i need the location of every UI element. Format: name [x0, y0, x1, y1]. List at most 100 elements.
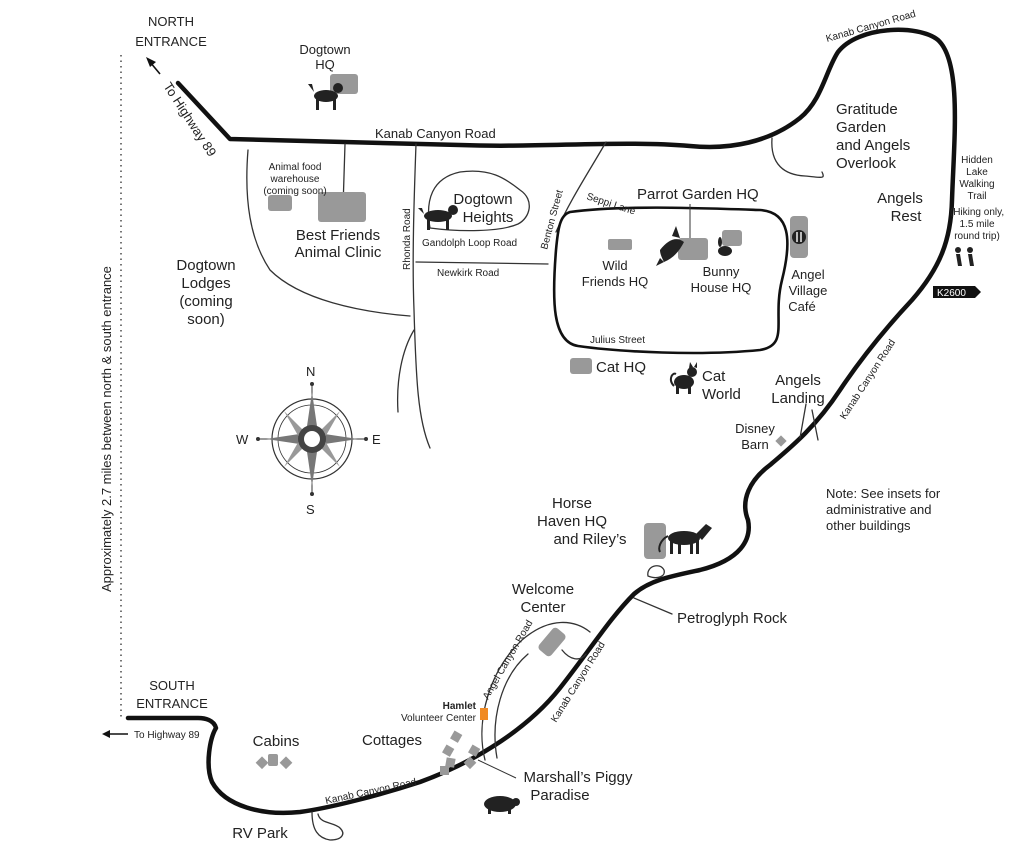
svg-text:Angel: Angel: [791, 267, 824, 282]
road-label-kanab-lower: Kanab Canyon Road: [549, 640, 608, 725]
svg-text:Animal Clinic: Animal Clinic: [295, 244, 382, 261]
fork-knife-icon: [792, 230, 806, 244]
newkirk-road: [415, 261, 549, 265]
north-entrance-label: NORTH ENTRANCE: [135, 14, 207, 49]
horse-haven-building: [644, 523, 666, 559]
svg-text:(coming soon): (coming soon): [263, 186, 326, 197]
label-angels-landing: Angels Landing: [771, 372, 824, 407]
label-bunny-house: Bunny House HQ: [691, 264, 752, 295]
label-welcome-center: Welcome Center: [512, 581, 574, 616]
svg-text:Haven HQ: Haven HQ: [537, 513, 607, 530]
bunny-house-building: [722, 230, 742, 246]
svg-text:Heights: Heights: [463, 209, 514, 226]
svg-text:Cat: Cat: [702, 368, 726, 385]
to-highway-south-label: To Highway 89: [134, 730, 200, 741]
welcome-center-building: [538, 627, 566, 657]
label-gratitude-garden: Gratitude Garden and Angels Overlook: [836, 101, 910, 172]
dog-icon-heights: [418, 205, 458, 230]
svg-text:(coming: (coming: [179, 293, 232, 310]
label-disney-barn: Disney Barn: [735, 421, 775, 452]
road-label-kanab-top: Kanab Canyon Road: [375, 126, 496, 141]
svg-text:Dogtown: Dogtown: [453, 191, 512, 208]
svg-text:ENTRANCE: ENTRANCE: [136, 696, 208, 711]
svg-text:Wild: Wild: [602, 258, 627, 273]
compass-s: S: [306, 502, 315, 517]
svg-text:Gratitude: Gratitude: [836, 101, 898, 118]
label-petroglyph-rock: Petroglyph Rock: [677, 610, 788, 627]
label-angels-rest: Angels Rest: [877, 190, 923, 225]
parrot-garden-building: [678, 238, 708, 260]
k2600-badge: K2600: [933, 286, 981, 299]
angels-landing-spur: [799, 403, 819, 441]
petroglyph-pointer: [633, 597, 673, 615]
road-label-angel-canyon: Angel Canyon Road: [481, 618, 535, 701]
label-angel-village-cafe: Angel Village Café: [788, 267, 827, 314]
kanab-canyon-road: [125, 27, 958, 816]
cottages-buildings: [440, 730, 481, 775]
svg-text:Landing: Landing: [771, 390, 824, 407]
compass-rose-icon: [256, 382, 368, 496]
compass-w: W: [236, 432, 249, 447]
hikers-icon: [955, 247, 974, 266]
svg-text:round trip): round trip): [954, 231, 1000, 242]
rhonda-road: [412, 143, 431, 449]
rv-park-loop: [311, 811, 344, 841]
compass-e: E: [372, 432, 381, 447]
inner-loop-road: [552, 206, 789, 355]
svg-text:Horse: Horse: [552, 495, 592, 512]
svg-text:K2600: K2600: [937, 288, 966, 299]
svg-text:Center: Center: [520, 599, 565, 616]
inset-note: Note: See insets for administrative and …: [826, 486, 941, 533]
svg-text:ENTRANCE: ENTRANCE: [135, 34, 207, 49]
svg-text:Dogtown: Dogtown: [176, 257, 235, 274]
svg-text:Hidden: Hidden: [961, 155, 993, 166]
disney-barn-building: [775, 435, 787, 447]
svg-text:Bunny: Bunny: [703, 264, 740, 279]
label-cat-hq: Cat HQ: [596, 359, 646, 376]
label-hamlet: Hamlet: [443, 701, 477, 712]
label-volunteer-center: Volunteer Center: [401, 713, 477, 724]
distance-note: Approximately 2.7 miles between north & …: [99, 266, 114, 592]
svg-text:administrative and: administrative and: [826, 502, 932, 517]
label-dogtown-heights: Dogtown Heights: [453, 191, 513, 226]
svg-text:Lake: Lake: [966, 167, 988, 178]
angel-canyon-road-inner: [494, 653, 529, 759]
south-entrance-label: SOUTH ENTRANCE: [136, 678, 208, 711]
svg-text:Trail: Trail: [967, 191, 986, 202]
svg-text:1.5 mile: 1.5 mile: [959, 219, 994, 230]
welcome-center-loop: [561, 649, 587, 660]
svg-text:Best Friends: Best Friends: [296, 227, 380, 244]
svg-text:Village: Village: [789, 283, 828, 298]
label-rv-park: RV Park: [232, 825, 288, 842]
road-label-newkirk: Newkirk Road: [437, 268, 499, 279]
label-horse-haven: Horse Haven HQ and Riley’s: [537, 495, 627, 548]
svg-text:Animal food: Animal food: [269, 162, 322, 173]
cat-hq-building: [570, 358, 592, 374]
bunny-icon: [718, 237, 732, 256]
svg-text:warehouse: warehouse: [270, 174, 320, 185]
south-arrow-icon: [102, 730, 128, 738]
road-label-seppi: Seppi Lane: [585, 191, 637, 217]
svg-text:Overlook: Overlook: [836, 155, 897, 172]
svg-text:(Hiking only,: (Hiking only,: [950, 207, 1004, 218]
label-dogtown-hq: Dogtown HQ: [299, 42, 350, 72]
cabins-buildings: [255, 754, 293, 770]
svg-text:Angels: Angels: [775, 372, 821, 389]
svg-text:soon): soon): [187, 311, 225, 328]
label-dogtown-lodges: Dogtown Lodges (coming soon): [176, 257, 235, 328]
svg-text:other buildings: other buildings: [826, 518, 911, 533]
label-hidden-lake: Hidden Lake Walking Trail (Hiking only, …: [950, 155, 1004, 242]
label-parrot-garden: Parrot Garden HQ: [637, 186, 759, 203]
svg-text:SOUTH: SOUTH: [149, 678, 195, 693]
svg-text:Garden: Garden: [836, 119, 886, 136]
svg-text:Dogtown: Dogtown: [299, 42, 350, 57]
dog-icon: [308, 83, 343, 110]
svg-text:HQ: HQ: [315, 57, 335, 72]
svg-text:Angels: Angels: [877, 190, 923, 207]
svg-text:Rest: Rest: [891, 208, 923, 225]
gratitude-garden-spur: [771, 137, 824, 179]
svg-text:Note: See insets for: Note: See insets for: [826, 486, 941, 501]
hamlet-marker: [480, 708, 488, 720]
wild-friends-building: [608, 239, 632, 250]
